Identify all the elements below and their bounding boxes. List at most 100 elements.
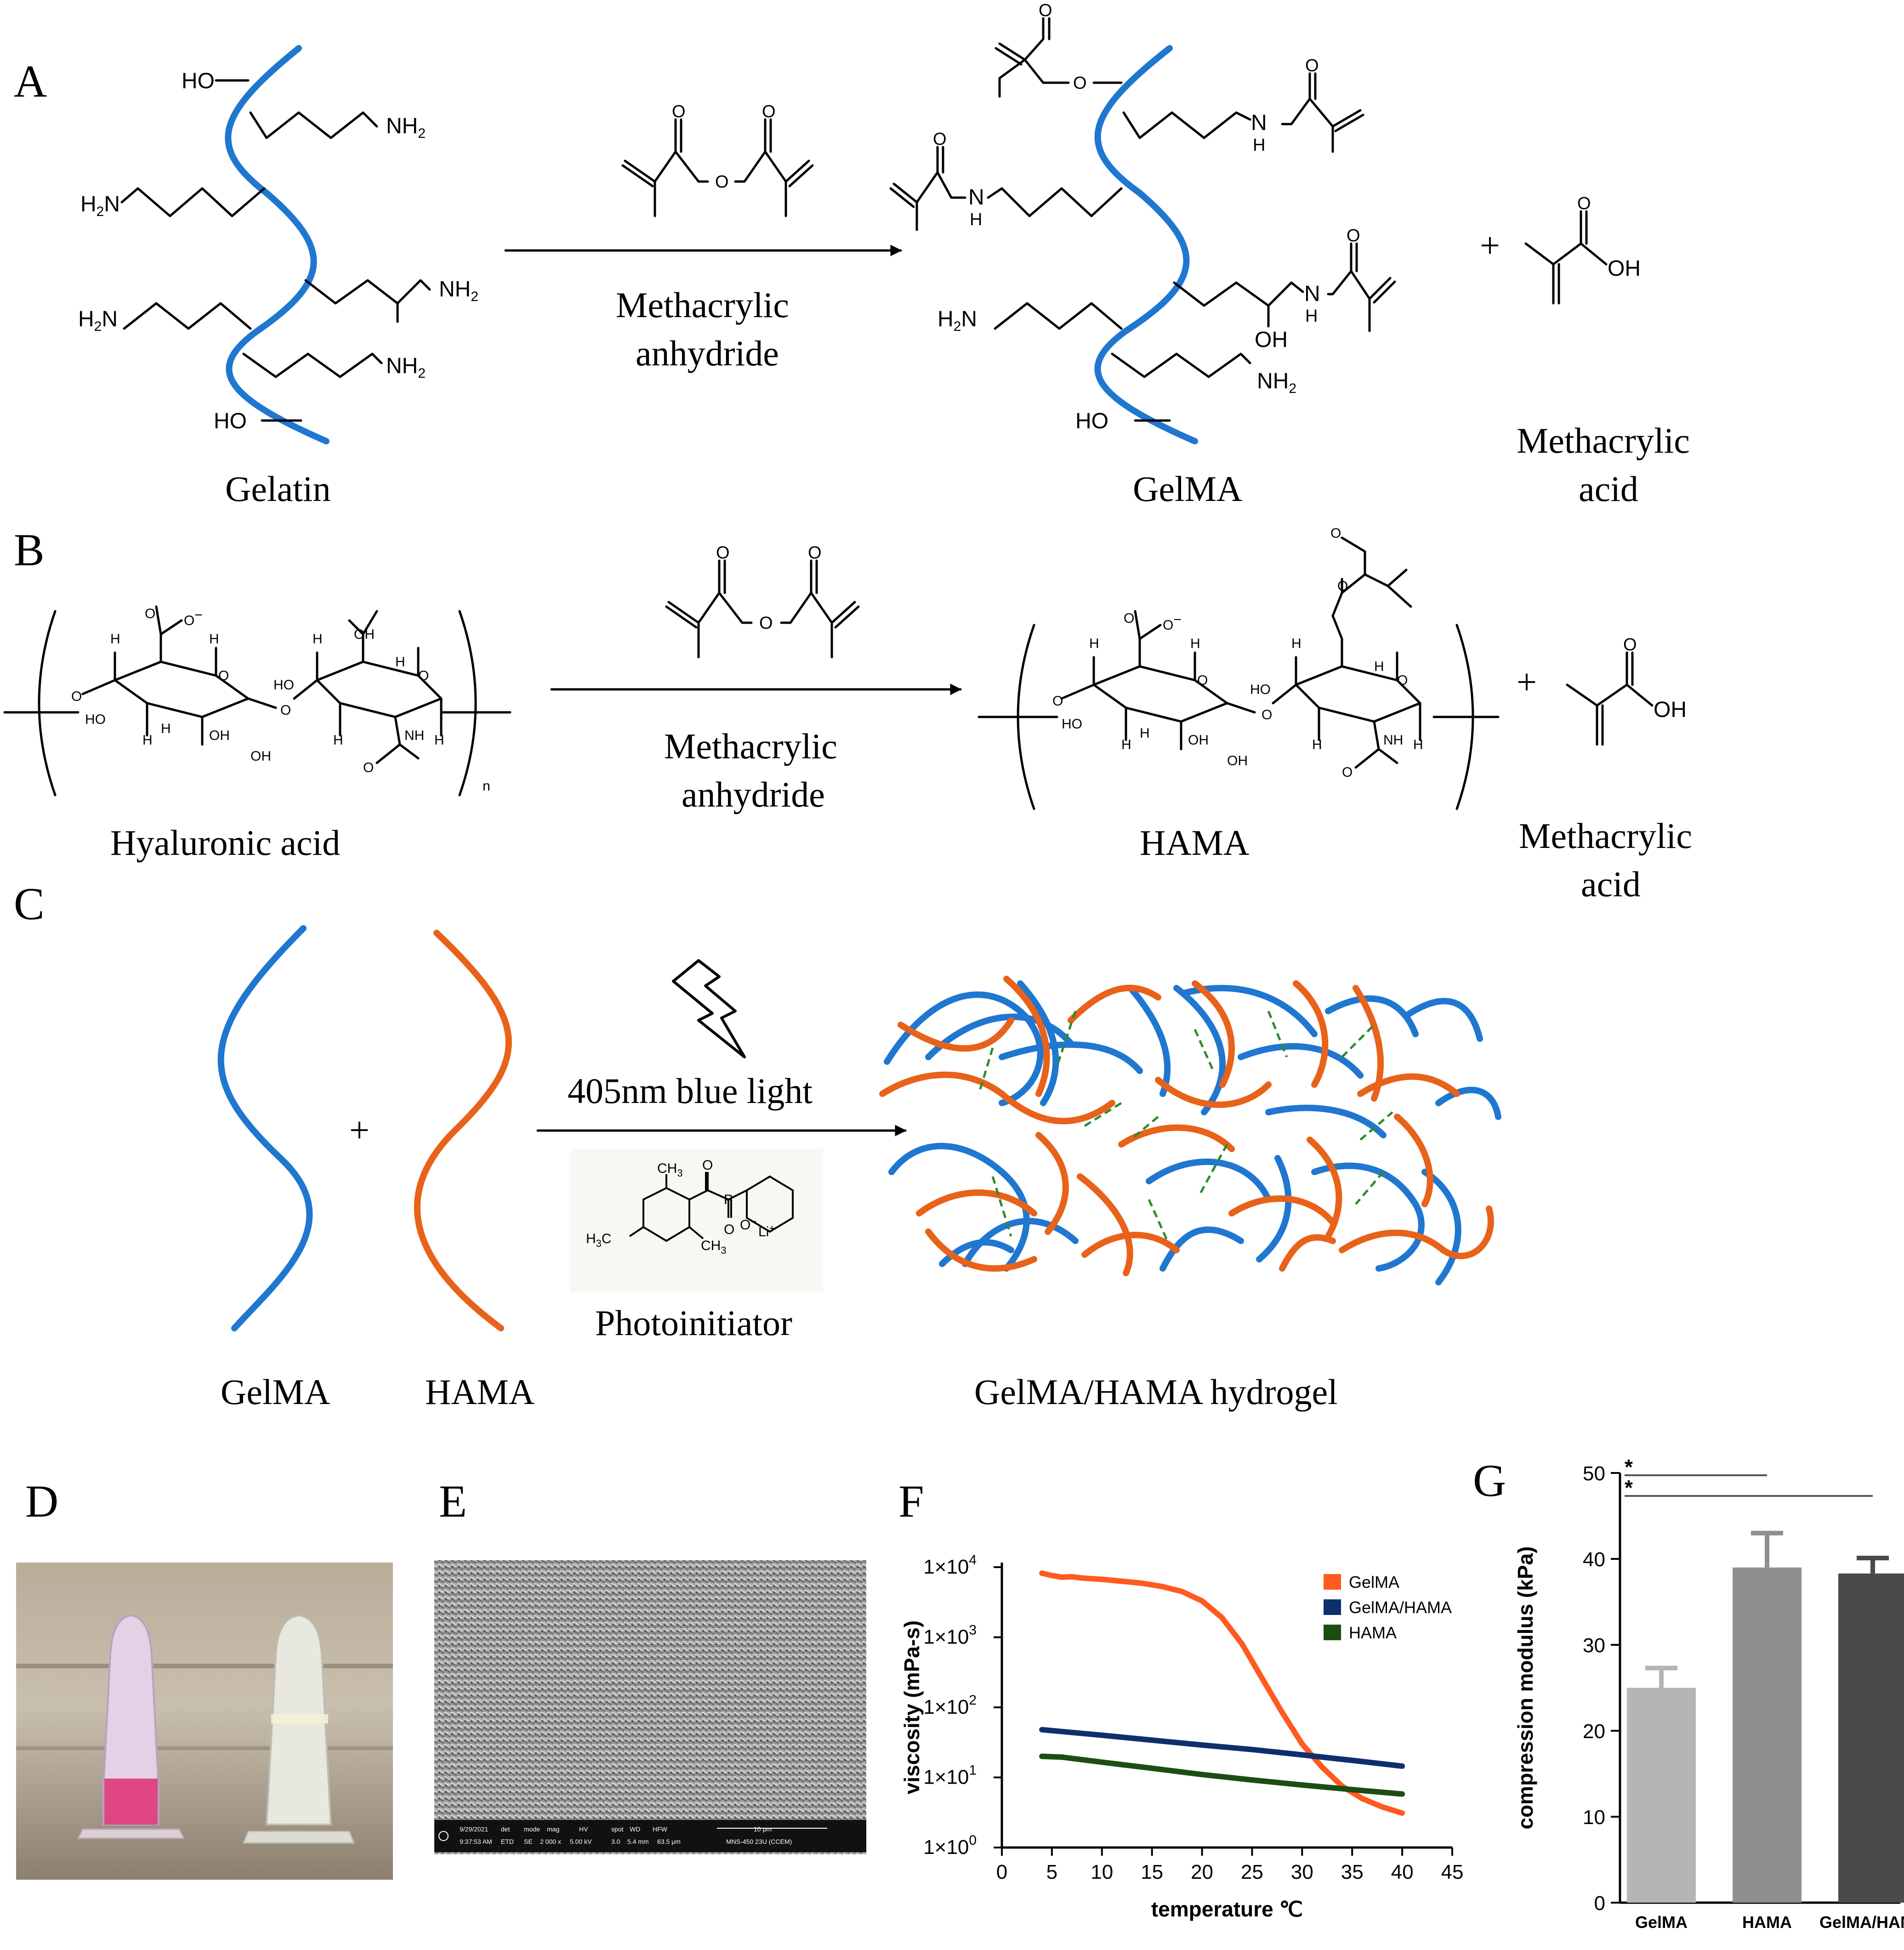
svg-text:H: H	[209, 631, 219, 647]
x-tick-label: 20	[1191, 1861, 1213, 1883]
bar-hama	[1733, 1567, 1802, 1903]
hydrogel-network	[879, 976, 1501, 1285]
svg-text:O: O	[702, 1158, 713, 1173]
svg-text:NH2: NH2	[386, 114, 426, 141]
byproduct-b-line2: acid	[1581, 864, 1641, 904]
svg-text:O: O	[715, 172, 729, 192]
svg-text:H: H	[142, 733, 153, 748]
svg-text:H: H	[1291, 636, 1302, 651]
panel-label-e: E	[439, 1476, 467, 1527]
plus-c: +	[349, 1110, 369, 1150]
bar-gelma	[1627, 1688, 1696, 1903]
photoinitiator-label: Photoinitiator	[595, 1303, 792, 1343]
panel-b: B n O H O O− H O HO H H OH OH O H OH HO …	[3, 524, 1692, 904]
svg-text:H: H	[970, 210, 982, 229]
svg-text:9:37:53 AM: 9:37:53 AM	[460, 1838, 492, 1845]
reagent-b-line1: Methacrylic	[664, 726, 837, 766]
svg-text:3.0: 3.0	[611, 1838, 620, 1845]
panel-d: D	[16, 1476, 393, 1880]
svg-text:H: H	[1089, 636, 1099, 651]
svg-text:HO: HO	[214, 409, 247, 433]
svg-text:NH: NH	[404, 728, 424, 743]
methacrylic-acid-a	[1524, 210, 1608, 305]
svg-text:O: O	[218, 668, 229, 683]
svg-text:OH: OH	[1608, 256, 1641, 281]
panel-c: C + GelMA HAMA 405nm blue light CH3 O P …	[14, 878, 1501, 1412]
x-tick-label: 45	[1441, 1861, 1464, 1883]
legend-label: GelMA/HAMA	[1349, 1598, 1452, 1617]
byproduct-b-line1: Methacrylic	[1519, 816, 1692, 856]
lightning-icon	[672, 959, 746, 1058]
svg-text:O−: O−	[184, 608, 203, 628]
legend-swatch	[1324, 1625, 1341, 1640]
svg-text:H: H	[1253, 136, 1265, 155]
hydrogel-label: GelMA/HAMA hydrogel	[974, 1372, 1338, 1412]
hyaluronic-acid-structure	[81, 605, 443, 764]
svg-text:OH: OH	[1188, 733, 1209, 748]
x-tick-label: 25	[1241, 1861, 1263, 1883]
svg-text:O: O	[1305, 56, 1319, 75]
category-label: GelMA/HAMA	[1819, 1913, 1904, 1932]
svg-text:HO: HO	[1062, 716, 1082, 732]
y-tick-label: 10	[1583, 1806, 1605, 1829]
svg-text:HO: HO	[182, 69, 215, 93]
svg-text:9/29/2021: 9/29/2021	[460, 1825, 488, 1833]
svg-text:H: H	[395, 654, 405, 670]
methacrylic-anhydride-a	[621, 118, 814, 217]
svg-text:O: O	[1052, 694, 1063, 709]
svg-text:H: H	[1374, 659, 1384, 674]
svg-text:OH: OH	[354, 627, 375, 642]
svg-text:O: O	[145, 606, 155, 621]
series-line-gelma-hama	[1039, 1727, 1405, 1769]
svg-text:HFW: HFW	[653, 1825, 668, 1833]
category-label: GelMA	[1635, 1913, 1688, 1932]
svg-text:OH: OH	[1654, 698, 1687, 722]
x-axis-title: temperature ℃	[1151, 1897, 1303, 1921]
plus-a: +	[1480, 225, 1500, 265]
y-tick-label: 30	[1583, 1634, 1605, 1657]
svg-text:O: O	[759, 614, 773, 633]
svg-text:O: O	[933, 130, 947, 149]
svg-text:OH: OH	[1255, 328, 1288, 352]
hama-label: HAMA	[1140, 823, 1249, 863]
tube-photo	[16, 1563, 393, 1880]
svg-text:5.4 mm: 5.4 mm	[627, 1838, 649, 1845]
reagent-a-line1: Methacrylic	[616, 285, 789, 325]
y-tick-label: 1×101	[923, 1763, 977, 1789]
svg-text:O: O	[71, 689, 82, 704]
y-tick-label: 40	[1583, 1548, 1605, 1571]
x-tick-label: 0	[996, 1861, 1007, 1883]
svg-text:HV: HV	[579, 1825, 588, 1833]
gelatin-side-chains	[120, 79, 431, 422]
reagent-b-line2: anhydride	[682, 774, 825, 814]
svg-text:10 μm: 10 μm	[754, 1825, 772, 1833]
gelma-backbone	[1094, 45, 1198, 444]
photoinitiator-structure	[570, 1149, 823, 1291]
svg-text:2 000 x: 2 000 x	[540, 1838, 561, 1845]
y-tick-label: 1×104	[923, 1552, 977, 1578]
svg-text:5.00 kV: 5.00 kV	[570, 1838, 592, 1845]
byproduct-a-line1: Methacrylic	[1517, 421, 1690, 460]
svg-text:H3C: H3C	[586, 1231, 612, 1249]
methacrylic-anhydride-b	[665, 559, 860, 659]
legend-label: HAMA	[1349, 1623, 1397, 1642]
x-tick-label: 5	[1046, 1861, 1057, 1883]
svg-text:O: O	[1039, 1, 1052, 20]
x-tick-label: 15	[1141, 1861, 1163, 1883]
hama-component-label: HAMA	[425, 1372, 534, 1412]
svg-text:O: O	[1337, 579, 1348, 594]
svg-text:NH2: NH2	[439, 277, 478, 304]
sem-info-bar	[434, 1820, 866, 1852]
svg-text:O: O	[363, 760, 374, 775]
svg-text:mode: mode	[524, 1825, 540, 1833]
gelatin-backbone	[225, 45, 330, 444]
condition-label: 405nm blue light	[568, 1071, 813, 1111]
svg-text:HO: HO	[1075, 409, 1108, 433]
svg-text:O: O	[762, 102, 776, 121]
y-tick-label: 0	[1594, 1892, 1605, 1915]
svg-text:HO: HO	[273, 677, 294, 693]
y-axis-title: viscosity (mPa-s)	[900, 1620, 924, 1794]
